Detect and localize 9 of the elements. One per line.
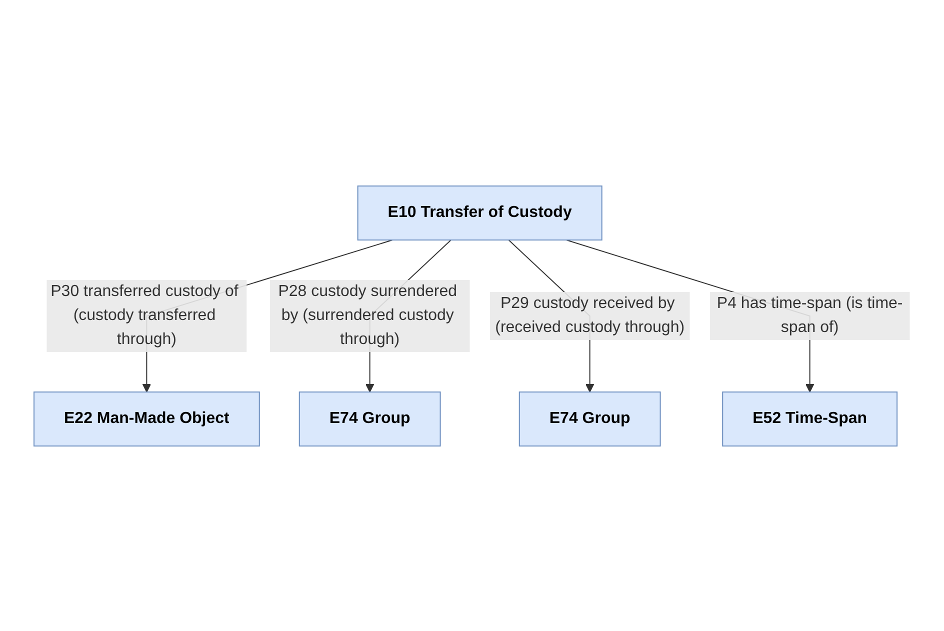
edge-label: P4 has time-span (is time-span of) xyxy=(716,294,903,336)
node-box: E52 Time-Span xyxy=(722,391,898,446)
edge-label: P28 custody surrendered by (surrendered custody through) xyxy=(278,282,458,348)
edge-label: P30 transferred custody of (custody transferred through) xyxy=(50,282,238,348)
edge-label: P29 custody received by (received custody through) xyxy=(495,294,685,336)
node-box: E22 Man-Made Object xyxy=(34,391,260,446)
node-box: E74 Group xyxy=(298,391,441,446)
node-box: E74 Group xyxy=(518,391,661,446)
node-box: E10 Transfer of Custody xyxy=(357,185,602,240)
